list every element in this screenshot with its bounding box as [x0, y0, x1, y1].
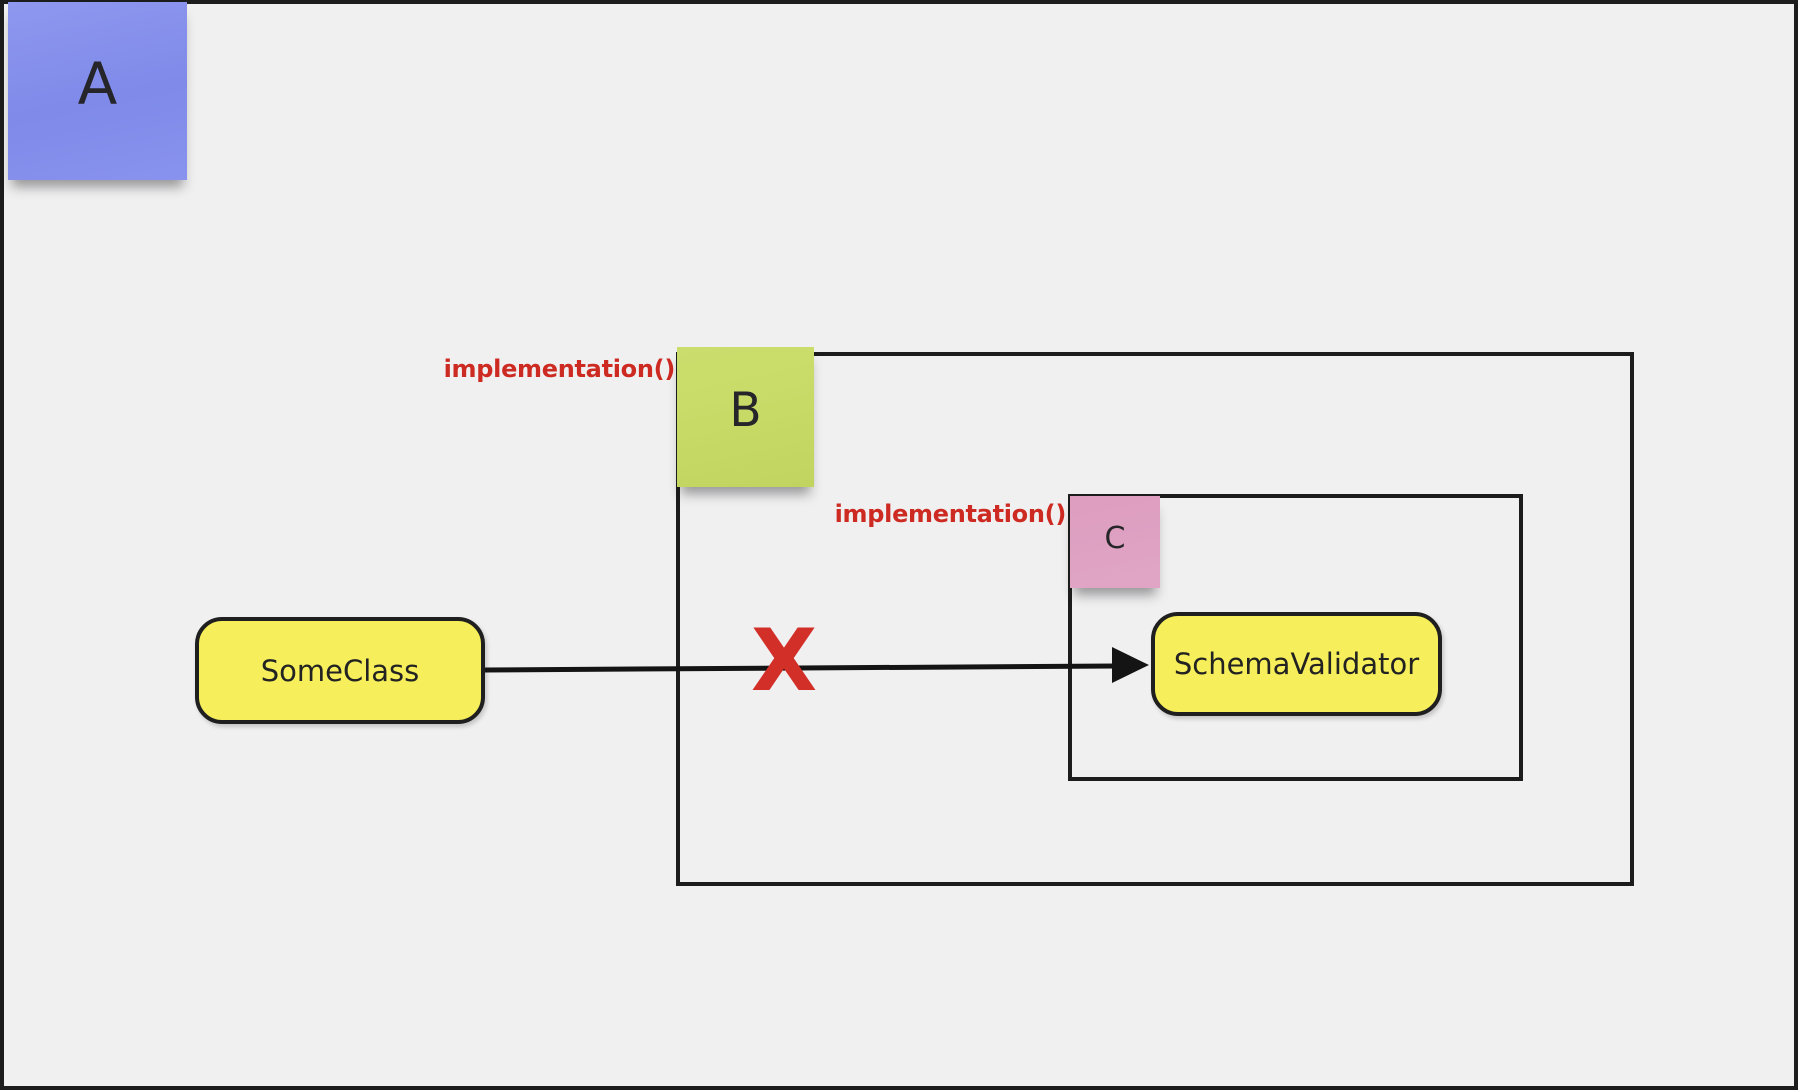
- sticky-note-c-label: C: [1104, 520, 1126, 556]
- frame-b[interactable]: [676, 352, 1634, 886]
- frame-c[interactable]: [1068, 494, 1523, 781]
- frame-b-annotation: implementation(): [443, 355, 676, 383]
- sticky-note-b-label: B: [729, 382, 762, 438]
- node-someclass-label: SomeClass: [260, 653, 420, 688]
- blocked-cross-marker: X: [750, 611, 818, 711]
- sticky-note-c[interactable]: C: [1070, 496, 1160, 588]
- frame-c-annotation: implementation(): [834, 500, 1067, 528]
- sticky-note-a-label: A: [77, 50, 118, 118]
- sticky-note-b[interactable]: B: [677, 347, 814, 487]
- node-schemavalidator-label: SchemaValidator: [1173, 647, 1420, 681]
- node-schemavalidator[interactable]: SchemaValidator: [1151, 612, 1442, 716]
- arrow-line[interactable]: [484, 663, 1117, 673]
- arrow-head-icon[interactable]: [1112, 647, 1149, 683]
- sticky-note-a[interactable]: A: [8, 2, 187, 180]
- node-someclass[interactable]: SomeClass: [195, 617, 485, 724]
